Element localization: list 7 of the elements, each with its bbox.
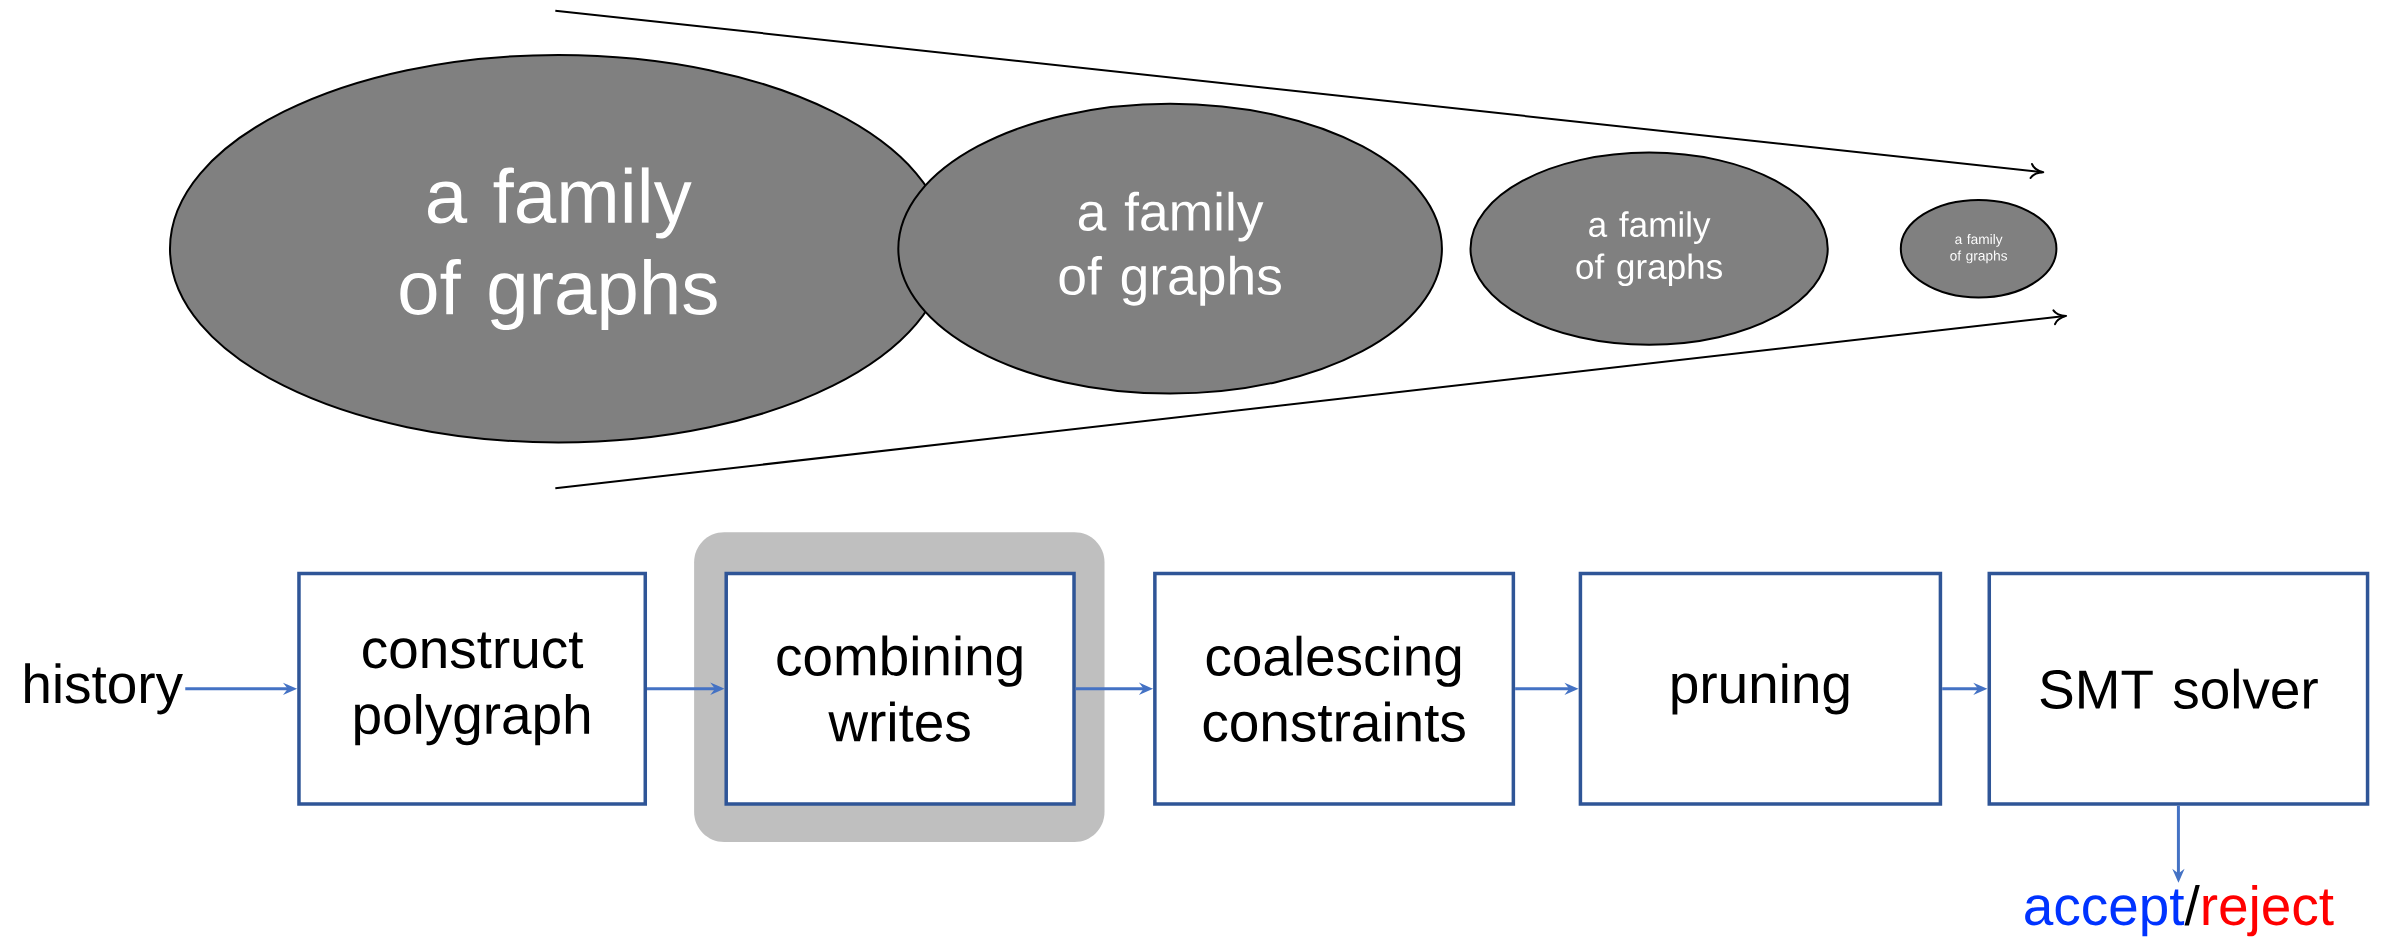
process-box: construct polygraph (297, 571, 647, 806)
output-label: accept/reject (2025, 885, 2334, 937)
input-label: history (25, 663, 183, 715)
process-box: SMT solver (1987, 571, 2370, 806)
process-box: pruning (1578, 571, 1943, 806)
process-box: coalescing constraints (1153, 571, 1516, 806)
process-box: combining writes (724, 571, 1076, 806)
